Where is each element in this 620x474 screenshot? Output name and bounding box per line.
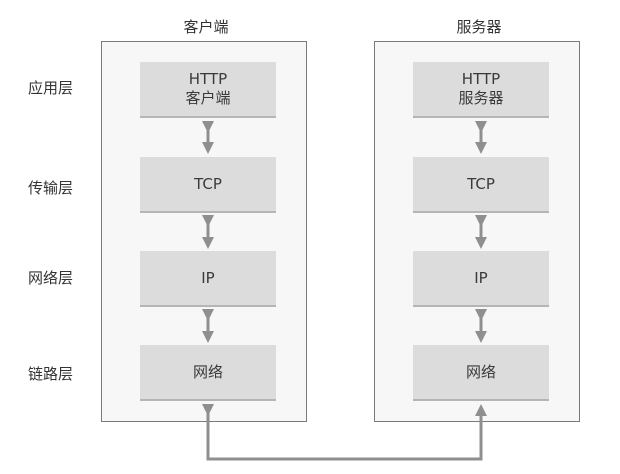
- client-ip-label: IP: [201, 268, 215, 287]
- server-http-label: HTTP: [461, 70, 501, 88]
- server-network-label: 网络: [465, 362, 496, 381]
- network-link-arrow: [202, 404, 487, 461]
- layer-label-link: 链路层: [28, 365, 74, 383]
- client-column-title: 客户端: [183, 18, 229, 36]
- server-ip-box: IP: [413, 251, 549, 307]
- layer-label-network: 网络层: [28, 269, 74, 287]
- client-network-box: 网络: [140, 345, 276, 401]
- client-ip-box: IP: [140, 251, 276, 307]
- server-column-title: 服务器: [456, 18, 502, 36]
- server-network-box: 网络: [413, 345, 549, 401]
- client-tcp-box: TCP: [140, 157, 276, 213]
- client-http-box: HTTP 客户端: [140, 62, 276, 118]
- server-tcp-box: TCP: [413, 157, 549, 213]
- client-http-sublabel: 客户端: [185, 89, 231, 107]
- client-http-label: HTTP: [188, 70, 228, 88]
- server-http-sublabel: 服务器: [458, 89, 504, 107]
- layer-label-transport: 传输层: [28, 179, 74, 197]
- server-ip-label: IP: [474, 268, 488, 287]
- server-tcp-label: TCP: [467, 174, 495, 193]
- client-network-label: 网络: [192, 362, 223, 381]
- client-tcp-label: TCP: [194, 174, 222, 193]
- layer-label-application: 应用层: [28, 79, 74, 97]
- server-http-box: HTTP 服务器: [413, 62, 549, 118]
